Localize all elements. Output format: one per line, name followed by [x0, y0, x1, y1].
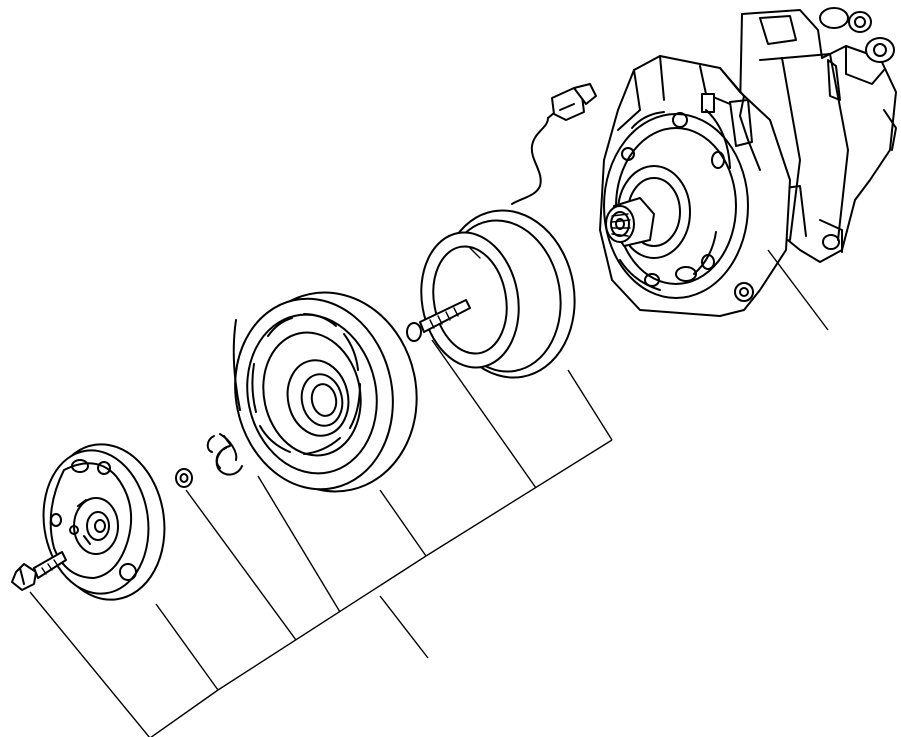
- coil-screw: [406, 299, 471, 342]
- compressor: [599, 7, 897, 317]
- pulley: [232, 291, 418, 493]
- shim: [175, 468, 193, 488]
- leader-lines: [29, 249, 829, 737]
- center-bolt: [11, 551, 67, 591]
- armature-plate: [42, 443, 166, 601]
- field-coil: [420, 83, 597, 379]
- snap-ring: [206, 433, 243, 476]
